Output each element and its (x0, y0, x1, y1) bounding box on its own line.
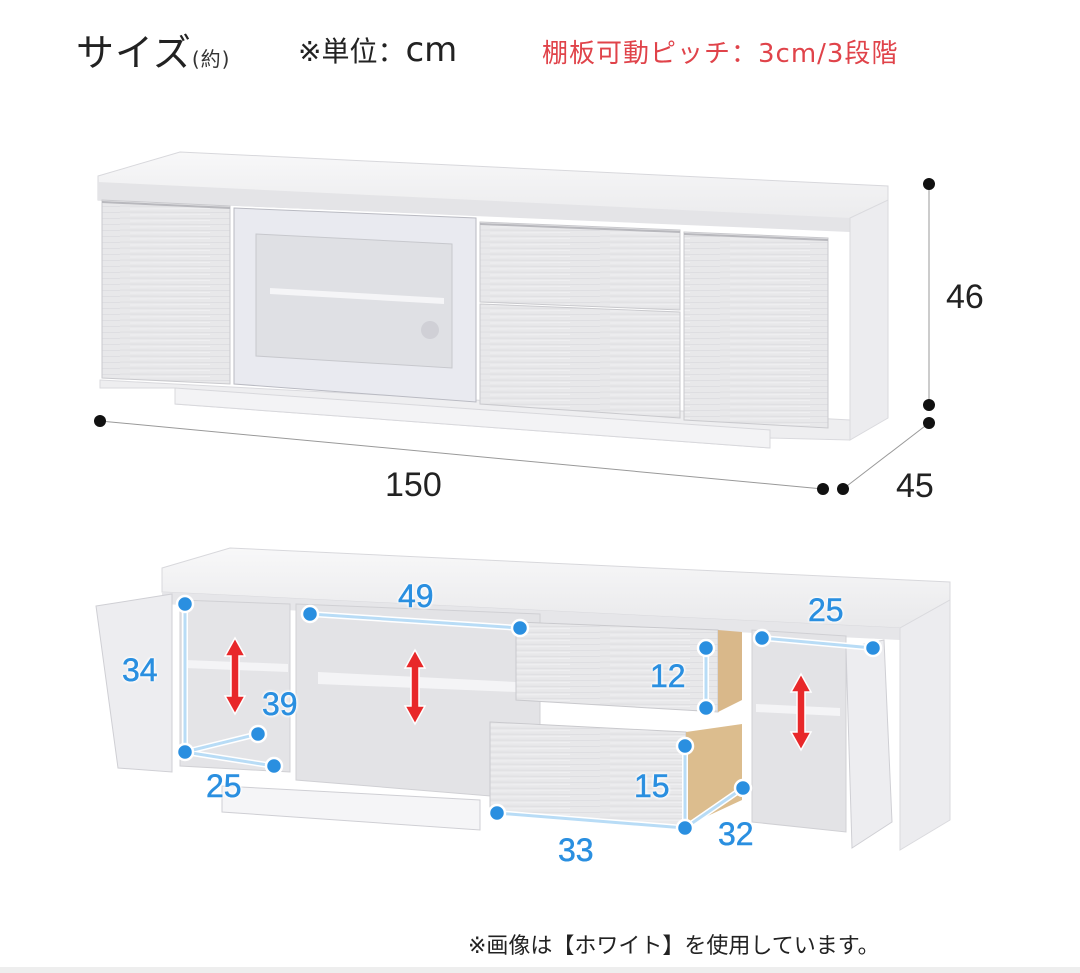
footnote: ※画像は【ホワイト】を使用しています。 (468, 934, 880, 959)
dim-point (923, 178, 935, 190)
unit-value: cm (405, 30, 458, 70)
dim-point (923, 399, 935, 411)
bottom-drawer-height: 15 (634, 768, 670, 805)
double-arrow-icon (789, 672, 813, 752)
depth-dimension: 45 (896, 467, 934, 505)
closed-board-body (97, 151, 889, 449)
left-cabinet-width: 25 (206, 768, 242, 805)
title-approx: (約) (191, 47, 231, 71)
bottom-drawer-depth: 32 (718, 816, 754, 853)
dim-point (817, 483, 829, 495)
center-width: 49 (398, 578, 434, 615)
interior-dimension-points (175, 594, 883, 838)
dim-point (837, 483, 849, 495)
shelf-pitch-note: 棚板可動ピッチ：3cm/3段階 (542, 39, 899, 69)
bottom-drawer-width: 33 (558, 832, 594, 869)
height-dimension: 46 (946, 278, 984, 316)
right-cabinet-width: 25 (808, 592, 844, 629)
shelf-adjust-arrows (223, 636, 813, 752)
unit-label-text: ※単位： (298, 35, 406, 68)
bottom-divider (0, 967, 1080, 973)
left-cabinet-height: 34 (122, 652, 158, 689)
exterior-dimension-lines (94, 178, 935, 495)
dim-point (94, 415, 106, 427)
width-dimension: 150 (385, 466, 442, 504)
center-height: 39 (262, 686, 298, 723)
page-title: サイズ(約) (76, 22, 230, 77)
title-text: サイズ (76, 31, 192, 75)
top-drawer-height: 12 (650, 658, 686, 695)
unit-label: ※単位：cm (298, 30, 457, 70)
double-arrow-icon (403, 648, 427, 726)
dim-point (923, 417, 935, 429)
double-arrow-icon (223, 636, 247, 716)
